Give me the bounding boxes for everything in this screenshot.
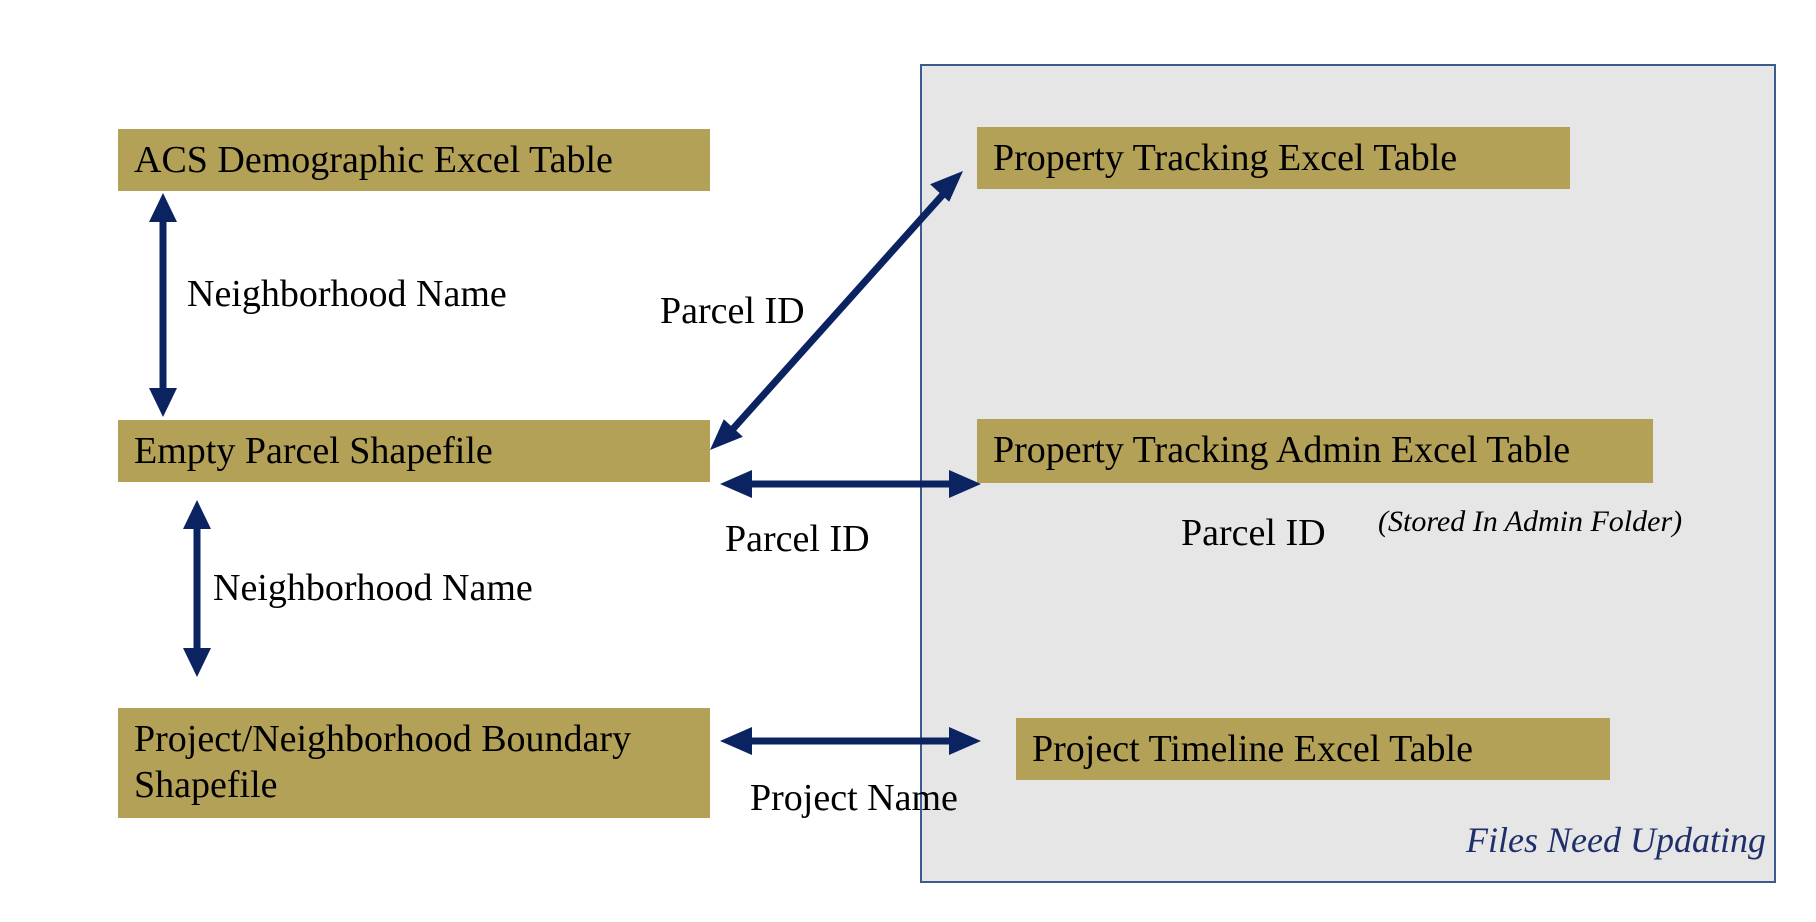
label-neighborhood-name-2: Neighborhood Name [213,567,533,609]
arrowhead-boundary-timeline-left [720,727,752,755]
node-project-neighborhood-boundary-shapefile[interactable]: Project/Neighborhood Boundary Shapefile [118,708,710,818]
label-project-name: Project Name [750,777,958,819]
arrowhead-parcel-top [149,388,177,417]
label-parcel-id-inner: Parcel ID [1181,512,1326,554]
label-parcel-id-admin: Parcel ID [725,518,870,560]
node-project-timeline-excel-table[interactable]: Project Timeline Excel Table [1016,718,1610,780]
node-acs-demographic-excel-table[interactable]: ACS Demographic Excel Table [118,129,710,191]
node-empty-parcel-shapefile[interactable]: Empty Parcel Shapefile [118,420,710,482]
arrowhead-parcel-admin-left [720,470,752,498]
note-stored-in-admin-folder: (Stored In Admin Folder) [1378,505,1683,538]
label-parcel-id-tracking: Parcel ID [660,290,805,332]
arrowhead-parcel-bottom-up [183,500,211,529]
arrowhead-acs-top [149,193,177,222]
node-property-tracking-excel-table[interactable]: Property Tracking Excel Table [977,127,1570,189]
arrowhead-boundary-down [183,648,211,677]
node-property-tracking-admin-excel-table[interactable]: Property Tracking Admin Excel Table [977,419,1653,483]
region-caption-files-need-updating: Files Need Updating [1466,820,1766,860]
label-neighborhood-name-1: Neighborhood Name [187,273,507,315]
arrowhead-parcel-tracking-lower [710,419,743,450]
